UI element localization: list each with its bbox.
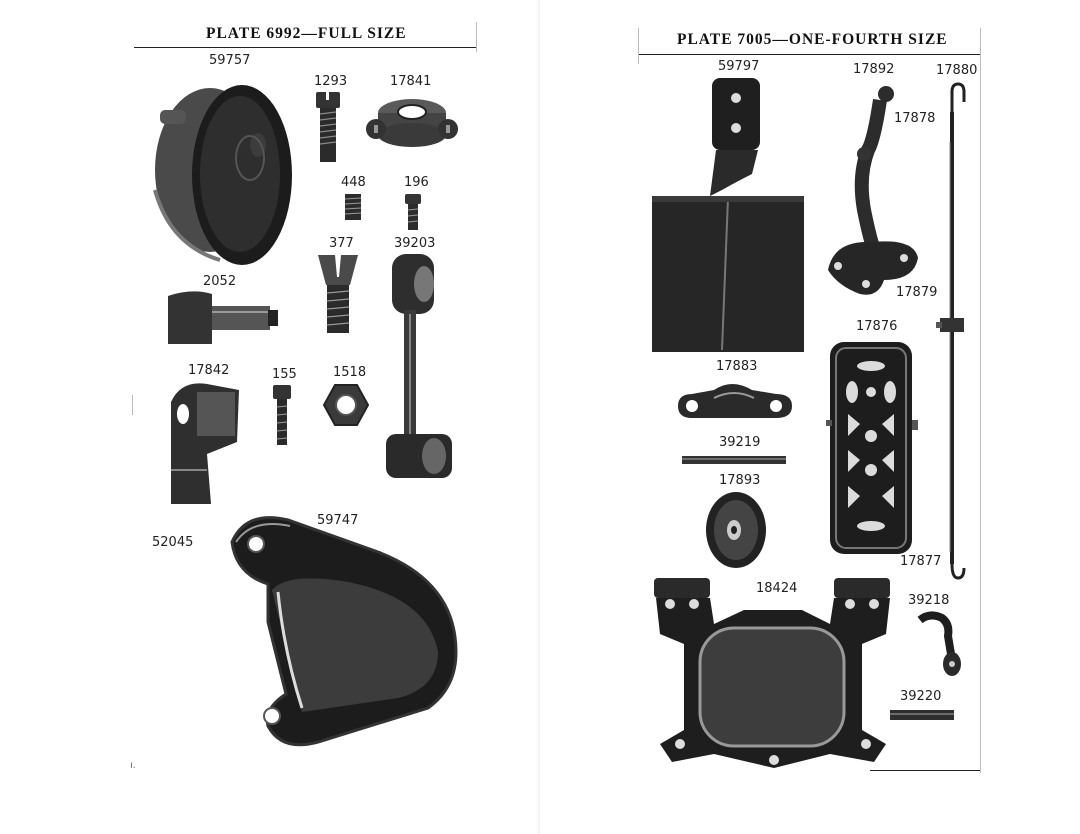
part-number-52045: 52045: [152, 535, 194, 550]
part-number-155: 155: [272, 367, 297, 382]
collar-part-17841: [366, 95, 458, 147]
right-bottom-rule: [870, 770, 980, 771]
left-right-margin-line: [476, 22, 477, 52]
screw-part-155: [273, 385, 291, 445]
hex-nut-part-1518: [322, 384, 370, 426]
presser-foot-part-59797: [652, 78, 808, 354]
bracket-part-17883: [676, 378, 794, 422]
left-plate-title: PLATE 6992—FULL SIZE: [206, 25, 407, 42]
left-lower-margin-line: [132, 395, 133, 415]
wheel-part-17893: [704, 490, 768, 570]
shaft-part-2052: [168, 290, 280, 348]
part-number-196: 196: [404, 175, 429, 190]
part-number-17878: 17878: [894, 111, 936, 126]
pin-part-39220: [890, 710, 954, 720]
right-plate-title: PLATE 7005—ONE-FOURTH SIZE: [677, 31, 948, 48]
right-right-margin-line: [980, 28, 981, 773]
part-number-39203: 39203: [394, 236, 436, 251]
rod-part-17880: [936, 82, 972, 582]
part-number-18424: 18424: [756, 581, 798, 596]
part-number-448: 448: [341, 175, 366, 190]
pin-part-39219: [682, 456, 786, 464]
part-number-17879: 17879: [896, 285, 938, 300]
part-number-2052: 2052: [203, 274, 237, 289]
connecting-link-part-39203: [384, 254, 456, 486]
right-title-rule: [638, 54, 981, 55]
part-number-17876: 17876: [856, 319, 898, 334]
bracket-part-17892: [824, 80, 924, 302]
part-number-39219: 39219: [719, 435, 761, 450]
screw-part-196: [405, 194, 421, 230]
part-number-17877: 17877: [900, 554, 942, 569]
part-number-17842: 17842: [188, 363, 230, 378]
part-number-17880: 17880: [936, 63, 978, 78]
part-number-1518: 1518: [333, 365, 367, 380]
part-number-17883: 17883: [716, 359, 758, 374]
part-number-17893: 17893: [719, 473, 761, 488]
throat-plate-part-17876: [826, 340, 918, 556]
left-corner-mark: ı.: [130, 760, 136, 771]
screw-part-1293: [316, 92, 340, 164]
lever-part-39218: [916, 611, 966, 678]
tapered-screw-part-377: [318, 255, 358, 335]
right-page: PLATE 7005—ONE-FOURTH SIZE 59797 17892 1: [540, 0, 1080, 834]
part-number-39218: 39218: [908, 593, 950, 608]
part-number-17892: 17892: [853, 62, 895, 77]
part-number-17841: 17841: [390, 74, 432, 89]
part-number-377: 377: [329, 236, 354, 251]
part-number-59747: 59747: [317, 513, 359, 528]
bracket-part-17842: [167, 380, 241, 504]
face-plate-part-18424: [654, 574, 892, 770]
left-page: PLATE 6992—FULL SIZE 59757 1293: [130, 22, 477, 771]
set-screw-part-448: [344, 194, 362, 220]
part-number-39220: 39220: [900, 689, 942, 704]
handwheel-part-59757: [150, 70, 300, 265]
part-number-59757: 59757: [209, 53, 251, 68]
left-title-rule: [134, 47, 476, 48]
cover-part-59747: [228, 512, 460, 748]
right-left-margin-line: [638, 28, 639, 64]
part-number-59797: 59797: [718, 59, 760, 74]
part-number-1293: 1293: [314, 74, 348, 89]
